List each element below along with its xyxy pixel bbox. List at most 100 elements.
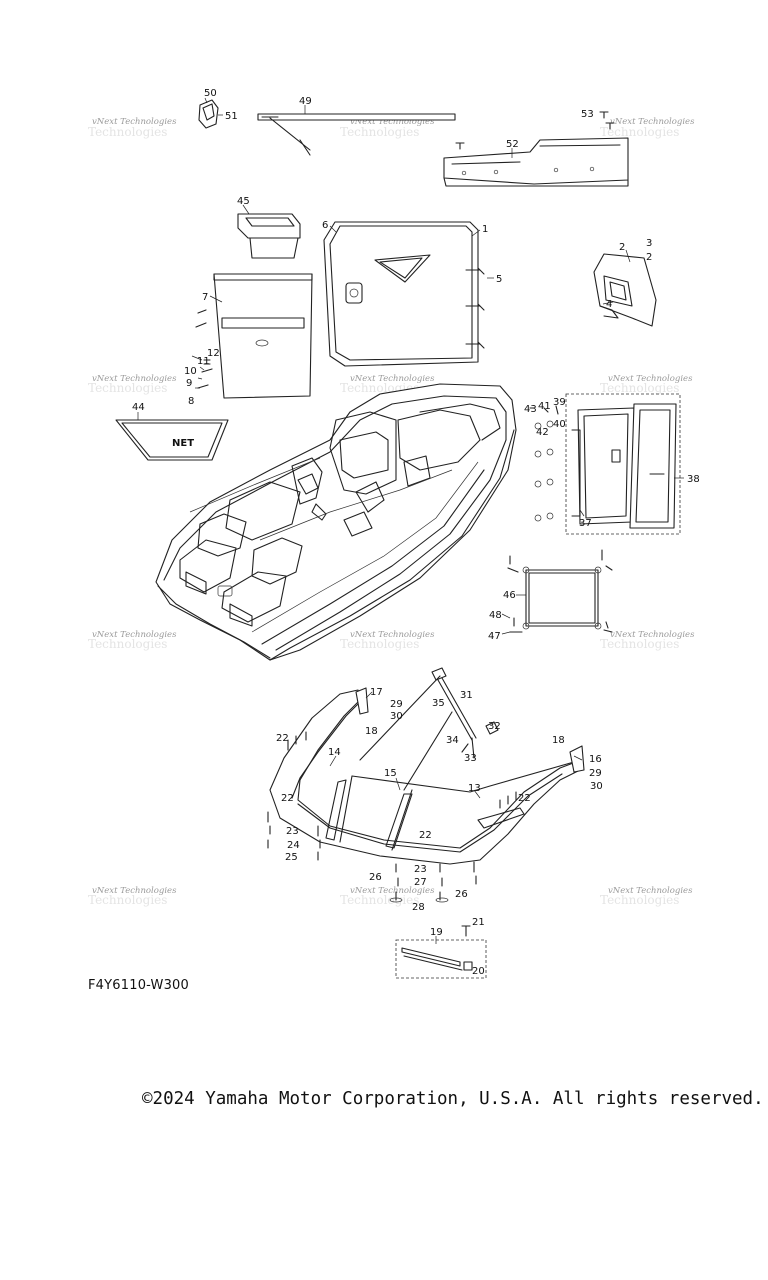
svg-text:Technologies: Technologies [88, 893, 167, 907]
support-rod-part [257, 105, 456, 156]
callout-17: 17 [370, 687, 383, 698]
callout-23b: 23 [414, 864, 427, 875]
callout-4: 4 [606, 299, 612, 310]
callout-11: 11 [197, 356, 210, 367]
callout-29a: 29 [390, 699, 403, 710]
svg-text:vNext Technologies: vNext Technologies [350, 117, 435, 127]
net-label: NET [172, 438, 194, 449]
callout-26a: 26 [369, 872, 382, 883]
callout-42: 42 [536, 427, 549, 438]
svg-text:vNext Technologies: vNext Technologies [350, 630, 435, 640]
frame-part [501, 549, 613, 635]
svg-text:vNext Technologies: vNext Technologies [92, 117, 177, 127]
callout-13: 13 [468, 783, 481, 794]
svg-text:Technologies: Technologies [340, 893, 419, 907]
callout-22c: 22 [518, 793, 531, 804]
callout-9: 9 [186, 378, 192, 389]
svg-text:Technologies: Technologies [600, 893, 679, 907]
svg-text:Technologies: Technologies [340, 125, 419, 139]
hatch-assembly [529, 393, 684, 535]
svg-text:vNext Technologies: vNext Technologies [350, 886, 435, 896]
callout-28: 28 [412, 902, 425, 913]
callout-21: 21 [472, 917, 485, 928]
callout-49: 49 [299, 96, 312, 107]
callout-37: 37 [579, 518, 592, 529]
svg-text:vNext Technologies: vNext Technologies [350, 374, 435, 384]
callout-22d: 22 [419, 830, 432, 841]
svg-text:vNext Technologies: vNext Technologies [92, 374, 177, 384]
side-panel-part [593, 249, 657, 327]
callout-38: 38 [687, 474, 700, 485]
svg-text:Technologies: Technologies [600, 125, 679, 139]
callout-48: 48 [489, 610, 502, 621]
callout-44: 44 [132, 402, 145, 413]
callout-8: 8 [188, 396, 194, 407]
svg-text:vNext Technologies: vNext Technologies [608, 374, 693, 384]
svg-text:vNext Technologies: vNext Technologies [92, 886, 177, 896]
callout-16: 16 [589, 754, 602, 765]
svg-text:Technologies: Technologies [600, 381, 679, 395]
svg-text:Technologies: Technologies [88, 381, 167, 395]
callout-51: 51 [225, 111, 238, 122]
callout-18a: 18 [365, 726, 378, 737]
net-part: NET [115, 412, 229, 461]
callout-52: 52 [506, 139, 519, 150]
callout-26b: 26 [455, 889, 468, 900]
svg-text:vNext Technologies: vNext Technologies [610, 630, 695, 640]
svg-text:Technologies: Technologies [88, 637, 167, 651]
callout-31: 31 [460, 690, 473, 701]
callout-39: 39 [553, 397, 566, 408]
callout-2a: 2 [619, 242, 625, 253]
callout-25: 25 [285, 852, 298, 863]
callout-18b: 18 [552, 735, 565, 746]
callout-40: 40 [553, 419, 566, 430]
callout-47: 47 [488, 631, 501, 642]
svg-text:Technologies: Technologies [88, 125, 167, 139]
callout-22a: 22 [276, 733, 289, 744]
callout-41: 41 [538, 401, 551, 412]
console-door-part [323, 221, 494, 367]
callout-50: 50 [204, 88, 217, 99]
callout-43: 43 [524, 404, 537, 415]
svg-text:Technologies: Technologies [600, 637, 679, 651]
callout-7: 7 [202, 292, 208, 303]
callout-32: 32 [488, 721, 501, 732]
small-tray-part [237, 204, 301, 259]
callout-29b: 29 [589, 768, 602, 779]
callout-19: 19 [430, 927, 443, 938]
svg-text:vNext Technologies: vNext Technologies [92, 630, 177, 640]
boat-hull [155, 383, 517, 661]
callout-23a: 23 [286, 826, 299, 837]
svg-text:vNext Technologies: vNext Technologies [610, 117, 695, 127]
callout-33: 33 [464, 753, 477, 764]
svg-text:Technologies: Technologies [340, 637, 419, 651]
storage-bin-part [209, 273, 313, 399]
callout-10: 10 [184, 366, 197, 377]
callout-46: 46 [503, 590, 516, 601]
svg-text:vNext Technologies: vNext Technologies [608, 886, 693, 896]
windshield-assembly [267, 667, 585, 903]
callout-30b: 30 [590, 781, 603, 792]
copyright-notice: ©2024 Yamaha Motor Corporation, U.S.A. A… [142, 1089, 764, 1109]
trim-assembly [395, 925, 487, 979]
callout-35: 35 [432, 698, 445, 709]
callout-labels: 50 51 49 53 52 45 6 1 3 2 2 5 7 4 12 11 … [132, 88, 700, 977]
latch-part [198, 97, 223, 129]
callout-27: 27 [414, 877, 427, 888]
callout-45: 45 [237, 196, 250, 207]
callout-12: 12 [207, 348, 220, 359]
callout-2b: 2 [646, 252, 652, 263]
callout-3: 3 [646, 238, 652, 249]
